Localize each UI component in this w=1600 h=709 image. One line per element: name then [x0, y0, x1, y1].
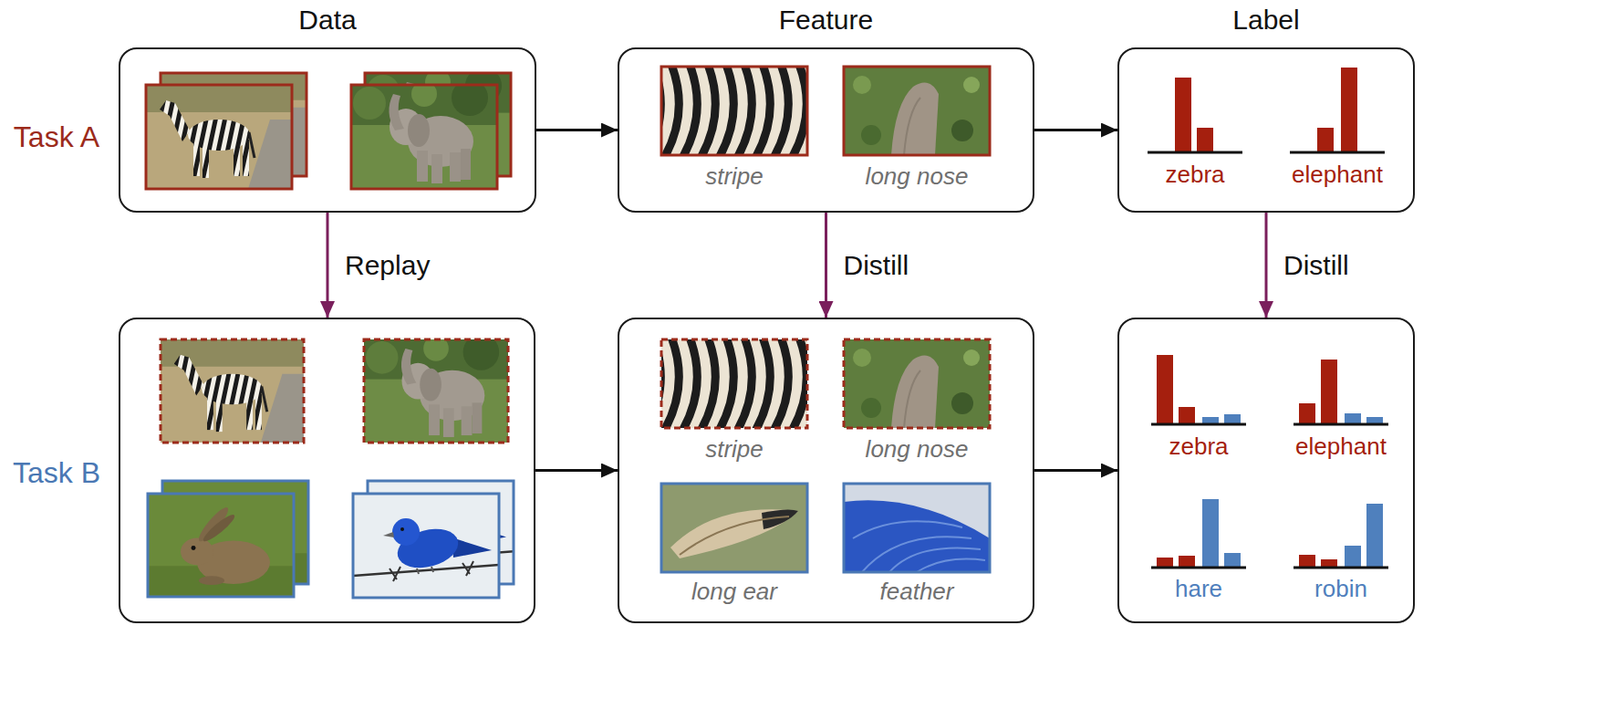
caption: zebra [1168, 432, 1228, 461]
panel-box [118, 317, 536, 624]
panel-box [1117, 317, 1415, 624]
caption: long nose [865, 435, 969, 464]
caption: elephant [1291, 160, 1383, 189]
flow-arrow [536, 128, 618, 132]
flow-arrow [1034, 128, 1118, 132]
edge-label: Replay [342, 249, 433, 282]
column-heading: Data [120, 3, 535, 37]
edge-label: Distill [1280, 249, 1352, 282]
row-label: Task B [12, 455, 101, 490]
panel-box [617, 317, 1035, 624]
caption: long nose [865, 162, 969, 191]
flow-arrow [1034, 468, 1118, 472]
caption: robin [1314, 574, 1368, 603]
row-label: Task A [13, 119, 100, 155]
transfer-arrow [1265, 212, 1268, 318]
flow-arrow [535, 468, 618, 472]
transfer-arrow [326, 212, 330, 318]
caption: stripe [705, 435, 764, 464]
column-heading: Label [1119, 3, 1413, 37]
column-heading: Feature [619, 3, 1033, 37]
panel-box: Feature [617, 47, 1035, 213]
panel-box: Data [118, 47, 537, 213]
caption: long ear [691, 577, 778, 606]
caption: stripe [705, 162, 764, 191]
task-b-photos [147, 333, 514, 598]
caption: elephant [1295, 432, 1387, 461]
task-a-photos [145, 67, 511, 189]
caption: hare [1174, 574, 1223, 603]
transfer-arrow [824, 212, 828, 318]
caption: zebra [1164, 160, 1225, 189]
caption: feather [880, 577, 955, 606]
edge-label: Distill [841, 249, 913, 282]
